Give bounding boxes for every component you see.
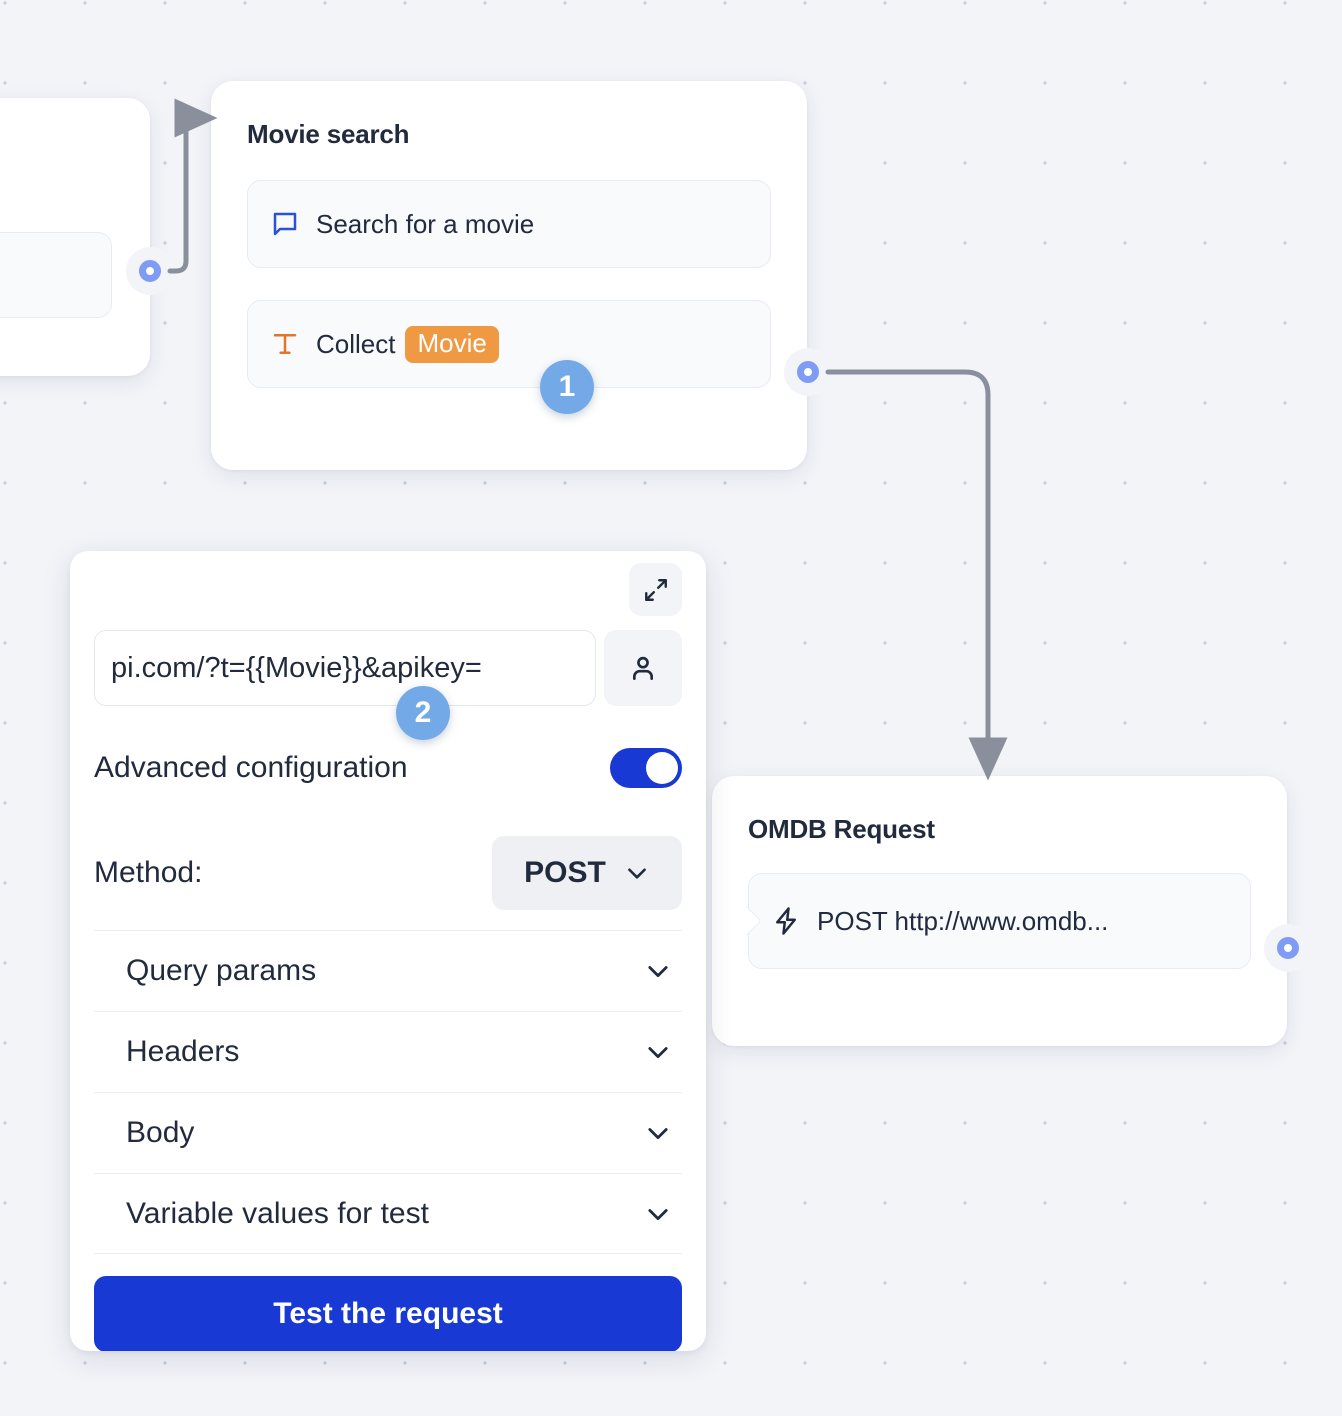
person-icon: [627, 652, 659, 684]
node-row-label: POST http://www.omdb...: [817, 905, 1109, 936]
expand-diagonal-icon: [643, 577, 669, 603]
omdb-title: OMDB Request: [748, 814, 935, 844]
url-row: pi.com/?t={{Movie}}&apikey=: [94, 630, 682, 706]
step-badge-1: 1: [540, 360, 594, 414]
variable-picker-button[interactable]: [604, 630, 682, 706]
port-omdb-output[interactable]: [1268, 928, 1308, 968]
speech-bubble-icon: [270, 209, 300, 239]
method-row: Method: POST: [94, 836, 682, 910]
port-previous-output[interactable]: [130, 251, 170, 291]
method-label: Method:: [94, 856, 203, 889]
method-select[interactable]: POST: [492, 836, 682, 910]
text-type-icon: [270, 329, 300, 359]
accordion-label: Body: [126, 1116, 195, 1149]
accordion-item-body[interactable]: Body: [94, 1092, 682, 1173]
input-notch-icon: [730, 905, 762, 937]
accordion-label: Query params: [126, 954, 317, 987]
step-badge-2: 2: [396, 686, 450, 740]
accordion-label: Variable values for test: [126, 1196, 429, 1230]
chevron-down-icon: [644, 1119, 672, 1147]
accordion-item-variable-values-for-test[interactable]: Variable values for test: [94, 1173, 682, 1254]
chevron-down-icon: [624, 860, 650, 886]
previous-node-row[interactable]: [0, 232, 112, 318]
accordion-item-query-params[interactable]: Query params: [94, 930, 682, 1011]
edge-prev-to-movie: [167, 98, 218, 274]
lightning-bolt-icon: [771, 906, 801, 936]
chevron-down-icon: [644, 1200, 672, 1228]
url-input[interactable]: pi.com/?t={{Movie}}&apikey=: [94, 630, 596, 706]
accordion-label: Headers: [126, 1035, 240, 1068]
request-config-panel[interactable]: pi.com/?t={{Movie}}&apikey= Advanced con…: [70, 551, 706, 1351]
method-value: POST: [524, 856, 606, 889]
node-row-search-for-a-movie[interactable]: Search for a movie: [247, 180, 771, 268]
chevron-down-icon: [644, 957, 672, 985]
edge-movie-to-omdb: [825, 369, 1008, 781]
advanced-configuration-row: Advanced configuration: [94, 748, 682, 788]
advanced-configuration-label: Advanced configuration: [94, 751, 408, 784]
node-movie-search[interactable]: Movie search Search for a movie Collect …: [211, 81, 807, 470]
test-the-request-button[interactable]: Test the request: [94, 1276, 682, 1351]
previous-node-partial[interactable]: [0, 98, 150, 376]
node-row-collect-movie[interactable]: Collect Movie 1: [247, 300, 771, 414]
node-row-label: Collect Movie: [316, 325, 499, 363]
page-title: Movie search: [247, 119, 410, 149]
chevron-down-icon: [644, 1038, 672, 1066]
expand-panel-button[interactable]: [629, 563, 682, 616]
node-omdb-request[interactable]: OMDB Request POST http://www.omdb...: [712, 776, 1287, 1046]
port-movie-search-output[interactable]: [788, 352, 828, 392]
node-row-label: Search for a movie: [316, 208, 535, 239]
accordion: Query params Headers Body: [94, 930, 682, 1254]
accordion-item-headers[interactable]: Headers: [94, 1011, 682, 1092]
collect-label: Collect: [316, 328, 396, 359]
advanced-configuration-toggle[interactable]: [610, 748, 682, 788]
variable-tag-movie[interactable]: Movie: [405, 325, 499, 363]
node-row-post-request[interactable]: POST http://www.omdb...: [730, 873, 1251, 969]
